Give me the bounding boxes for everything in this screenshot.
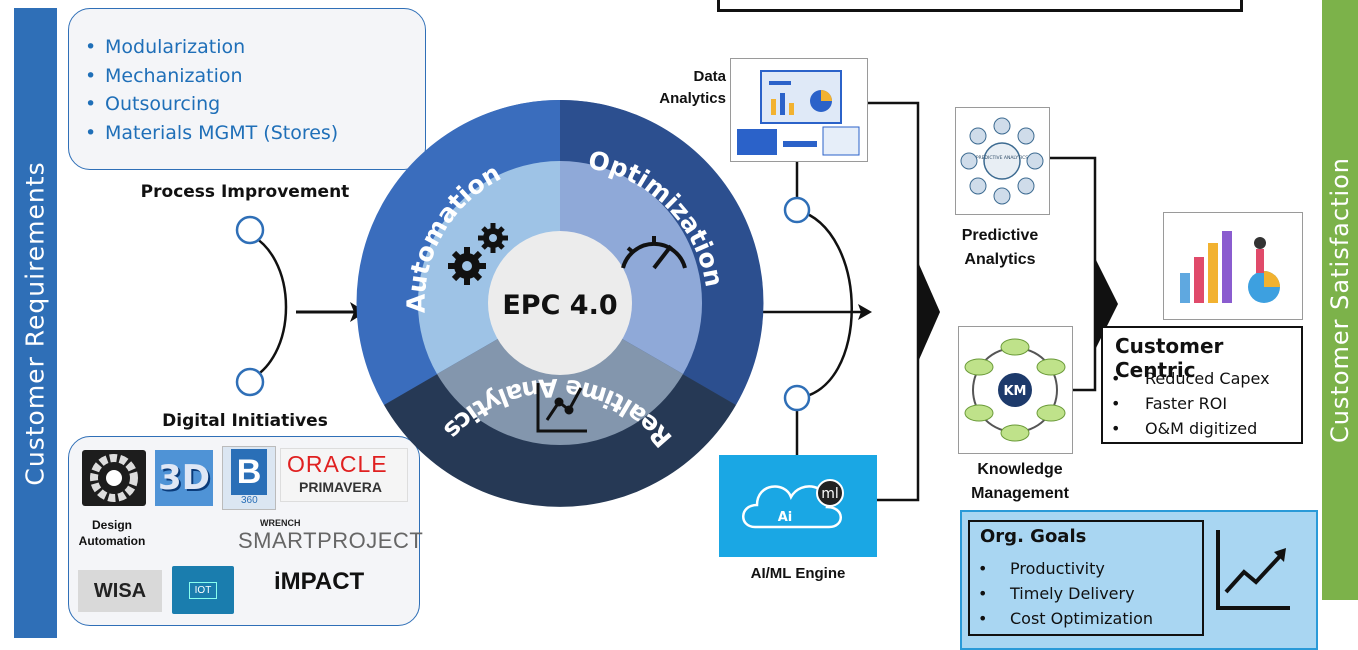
speedometer-icon [621, 236, 687, 270]
km-image: KM [958, 326, 1073, 454]
smartproject-text: SMARTPROJECT [238, 528, 424, 553]
data-analytics-image [730, 58, 868, 162]
aiml-image: ml Ai [719, 455, 877, 557]
wheel-logo-icon [90, 454, 138, 502]
customer-centric-item: Reduced Capex [1103, 366, 1270, 391]
oracle-text: ORACLE [287, 451, 388, 477]
data-analytics-label: Data Analytics [659, 68, 726, 107]
data-analytics-illustration-icon [737, 70, 860, 156]
org-goals-list: Productivity Timely Delivery Cost Optimi… [970, 556, 1153, 631]
analytics-chart-icon [1180, 231, 1280, 303]
top-banner [717, 0, 1243, 12]
org-goal-item: Productivity [970, 556, 1153, 581]
wisa-logo: WISA [78, 570, 162, 612]
oracle-logo: ORACLE PRIMAVERA [280, 448, 408, 502]
digital-initiatives-label: Digital Initiatives [162, 411, 328, 431]
process-item: Materials MGMT (Stores) [77, 119, 425, 148]
line-chart-icon [536, 383, 587, 433]
km-label: Knowledge Management [971, 461, 1069, 502]
predictive-icon-text: PREDICTIVE ANALYTICS [976, 155, 1028, 161]
aiml-label: AI/ML Engine [750, 565, 846, 582]
org-goals-box: Org. Goals Productivity Timely Delivery … [968, 520, 1204, 636]
process-list: Modularization Mechanization Outsourcing… [77, 33, 425, 147]
three-d-logo: 3D [155, 450, 213, 506]
process-item: Outsourcing [77, 90, 425, 119]
customer-centric-list: Reduced Capex Faster ROI O&M digitized [1103, 366, 1270, 441]
b360-text: 360 [241, 495, 258, 506]
km-text: KM [1003, 384, 1026, 399]
wisa-text: WISA [93, 579, 147, 602]
wrench-text: WRENCH [260, 518, 301, 528]
cloud-ai-icon: ml Ai [742, 479, 844, 529]
customer-centric-item: Faster ROI [1103, 391, 1270, 416]
impact-text: iMPACT [274, 568, 365, 595]
ml-text: ml [821, 486, 839, 502]
predictive-analytics-icon: PREDICTIVE ANALYTICS [960, 117, 1044, 205]
predictive-analytics-label: Predictive Analytics [961, 227, 1039, 268]
design-automation-text: Design Automation [78, 518, 146, 548]
gears-icon [448, 223, 508, 285]
iot-text: IOT [188, 581, 218, 599]
three-d-text: 3D [158, 458, 210, 498]
process-item: Mechanization [77, 62, 425, 91]
iot-logo: IOT [172, 566, 234, 614]
trend-up-icon [1216, 530, 1290, 610]
ai-text: Ai [778, 510, 793, 525]
smartproject-logo: WRENCH SMARTPROJECT [238, 518, 423, 558]
customer-satisfaction-image [1163, 212, 1303, 320]
customer-satisfaction-bar: Customer Satisfaction [1322, 0, 1358, 600]
epc-center-label: EPC 4.0 [502, 290, 617, 321]
process-improvement-box: Modularization Mechanization Outsourcing… [68, 8, 426, 170]
epc-wheel: EPC 4.0 Automation Optimization Realtime… [356, 99, 764, 507]
design-automation-logo [82, 450, 146, 506]
customer-requirements-bar: Customer Requirements [14, 8, 57, 638]
knowledge-management-icon: KM [964, 338, 1066, 442]
org-goal-item: Timely Delivery [970, 581, 1153, 606]
b-text: B [236, 452, 262, 491]
org-goals-title: Org. Goals [980, 526, 1087, 547]
customer-centric-box: Customer Centric Reduced Capex Faster RO… [1101, 326, 1303, 444]
predictive-analytics-image: PREDICTIVE ANALYTICS [955, 107, 1050, 215]
org-goal-item: Cost Optimization [970, 606, 1153, 631]
primavera-text: PRIMAVERA [299, 479, 382, 495]
bim360-logo: B 360 [222, 446, 276, 510]
customer-centric-item: O&M digitized [1103, 416, 1270, 441]
process-improvement-label: Process Improvement [140, 182, 350, 202]
process-item: Modularization [77, 33, 425, 62]
